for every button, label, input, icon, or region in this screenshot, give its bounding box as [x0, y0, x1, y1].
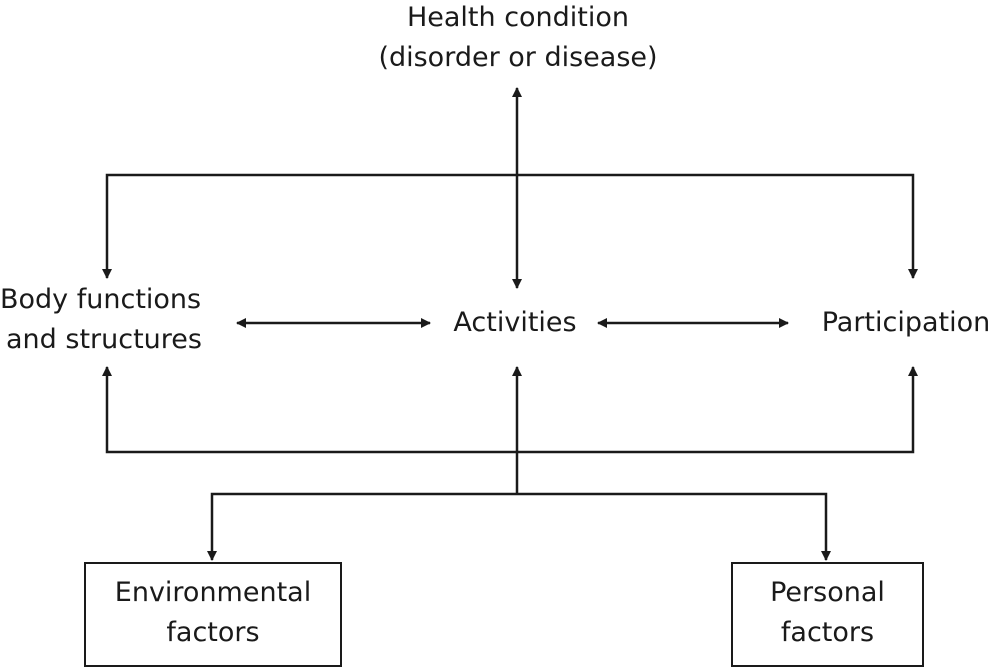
node-body-functions: Body functions and structures	[0, 280, 214, 360]
connector-top-to-participation	[517, 173, 918, 279]
environmental-line1: Environmental	[114, 577, 312, 608]
node-environmental-factors: Environmental factors	[84, 573, 342, 653]
connector-bottom-to-participation	[517, 366, 918, 454]
connector-top-to-body	[102, 173, 517, 279]
connector-to-personal	[517, 492, 831, 561]
health-condition-line1: Health condition	[406, 2, 630, 33]
body-functions-line2: and structures	[6, 324, 202, 355]
health-condition-line2: (disorder or disease)	[378, 42, 658, 73]
body-functions-line1: Body functions	[0, 284, 202, 315]
personal-line1: Personal	[770, 577, 885, 608]
connector-bottom-to-body	[102, 366, 517, 454]
participation-label: Participation	[821, 307, 991, 338]
personal-line2: factors	[780, 617, 875, 648]
node-health-condition: Health condition (disorder or disease)	[360, 0, 676, 78]
environmental-line2: factors	[166, 617, 260, 648]
box-personal-factors	[731, 562, 924, 667]
box-environmental-factors	[84, 562, 342, 667]
connector-to-environmental	[207, 492, 517, 561]
node-activities: Activities	[440, 303, 590, 343]
activities-label: Activities	[453, 307, 577, 338]
node-participation: Participation	[812, 303, 1000, 343]
node-personal-factors: Personal factors	[731, 573, 924, 653]
